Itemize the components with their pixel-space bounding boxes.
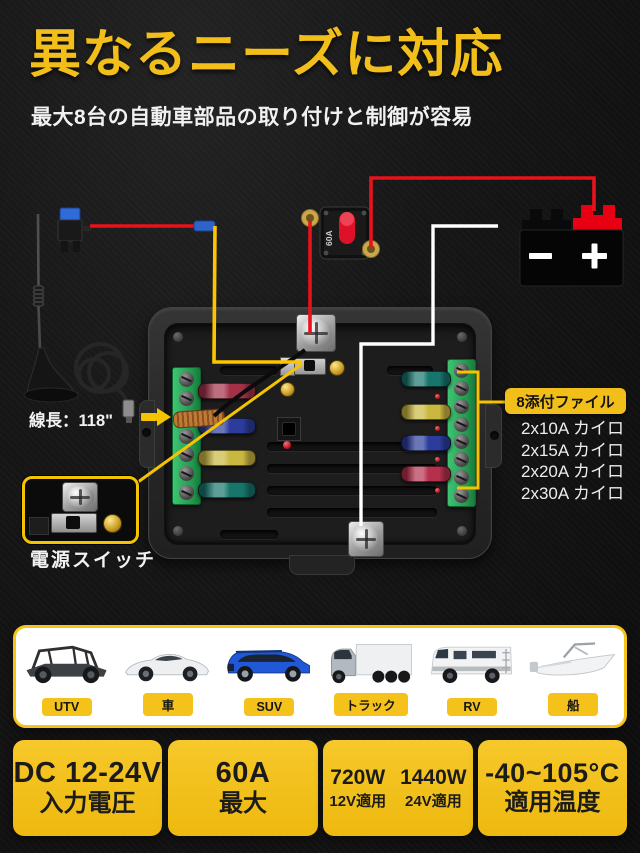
spec-value: DC 12-24V — [13, 756, 162, 789]
wire-lug — [280, 357, 295, 376]
terminal-strip-right — [447, 359, 476, 507]
power-switch-callout — [22, 476, 139, 544]
fuse-tap-icon — [57, 207, 91, 252]
power-switch-label: 電源スイッチ — [30, 550, 157, 571]
vehicle-truck: トラック — [320, 628, 421, 725]
breaker-rating-label: 60A — [324, 230, 334, 246]
vehicle-panel: UTV 車 SUV — [13, 625, 627, 728]
page-subtitle: 最大8台の自動車部品の取り付けと制御が容易 — [31, 106, 474, 129]
vehicle-suv: SUV — [219, 628, 320, 725]
spec-label: 12V適用 — [329, 793, 387, 811]
circuit-led — [435, 488, 440, 493]
terminal-strip-left — [172, 367, 201, 505]
vehicle-label-truck: トラック — [333, 693, 408, 716]
spec-value: 1440W — [400, 765, 467, 789]
mount-ear-right — [485, 404, 502, 468]
ground-stud — [348, 521, 384, 557]
fuse-left-4 — [198, 482, 256, 502]
spec-label: 適用温度 — [504, 789, 601, 817]
attachments-badge: 8添付ファイル — [505, 388, 626, 414]
spec-label: 入力電圧 — [39, 790, 136, 818]
spec-value: 720W — [330, 765, 386, 789]
attachments-list: 2x10A カイロ 2x15A カイロ 2x20A カイロ 2x30A カイロ — [521, 418, 624, 504]
utv-icon — [26, 645, 107, 684]
fuse-box — [139, 307, 502, 575]
vehicle-label-boat: 船 — [548, 693, 599, 716]
butt-connector — [193, 220, 216, 232]
spec-label: 最大 — [219, 790, 267, 818]
battery-icon — [519, 205, 624, 287]
attachment-item: 2x20A カイロ — [521, 462, 624, 481]
fuse-right-1 — [401, 371, 451, 391]
mount-tab-bottom — [289, 555, 355, 575]
indicator-led — [329, 360, 345, 376]
mount-ear-left — [139, 400, 155, 468]
vehicle-utv: UTV — [16, 628, 117, 725]
truck-icon — [330, 643, 412, 684]
circuit-led — [435, 426, 440, 431]
battery-minus-symbol — [529, 253, 552, 259]
vehicle-car: 車 — [117, 628, 218, 725]
circuit-breaker-icon: 60A — [301, 206, 380, 260]
circuit-led — [435, 394, 440, 399]
fuse-right-2 — [401, 404, 451, 424]
spec-value: -40~105°C — [485, 758, 620, 789]
vehicle-label-utv: UTV — [41, 698, 92, 716]
fuse-box-panel — [164, 323, 476, 545]
antenna-icon — [23, 213, 135, 423]
attachment-item: 2x30A カイロ — [521, 483, 624, 503]
wire-length-label: 線長：118" — [29, 412, 113, 430]
power-switch — [294, 358, 326, 375]
fuse-right-4 — [401, 466, 451, 486]
spec-max-current: 60A 最大 — [168, 740, 318, 836]
test-button — [277, 417, 301, 441]
copper-coil — [172, 408, 226, 429]
vehicle-boat: 船 — [523, 628, 624, 725]
fuse-left-3 — [198, 450, 256, 470]
attachment-item: 2x15A カイロ — [521, 440, 624, 460]
fuse-right-3 — [401, 435, 451, 455]
fuse-left-1 — [198, 383, 256, 403]
spec-power-24v: 1440W 24V適用 — [400, 765, 467, 811]
spec-value: 60A — [215, 756, 271, 789]
power-in-stud — [296, 314, 336, 352]
indicator-led — [280, 382, 295, 397]
spec-label: 24V適用 — [405, 793, 462, 811]
spec-temperature: -40~105°C 適用温度 — [478, 740, 627, 836]
battery-plus-symbol — [582, 243, 607, 269]
status-led — [283, 441, 291, 449]
vehicle-label-suv: SUV — [244, 698, 295, 716]
spec-power-12v: 720W 12V適用 — [329, 765, 386, 811]
spec-power: 720W 12V適用 1440W 24V適用 — [323, 740, 473, 836]
attachment-item: 2x10A カイロ — [521, 419, 624, 438]
circuit-led — [435, 457, 440, 462]
vehicle-rv: RV — [421, 628, 522, 725]
rv-icon — [430, 646, 513, 684]
spec-input-voltage: DC 12-24V 入力電圧 — [13, 740, 162, 836]
suv-icon — [227, 649, 311, 682]
vehicle-label-car: 車 — [142, 693, 193, 716]
boat-icon — [530, 642, 616, 676]
page-title: 異なるニーズに対応 — [29, 26, 504, 84]
car-icon — [125, 653, 209, 682]
vehicle-label-rv: RV — [446, 698, 497, 716]
